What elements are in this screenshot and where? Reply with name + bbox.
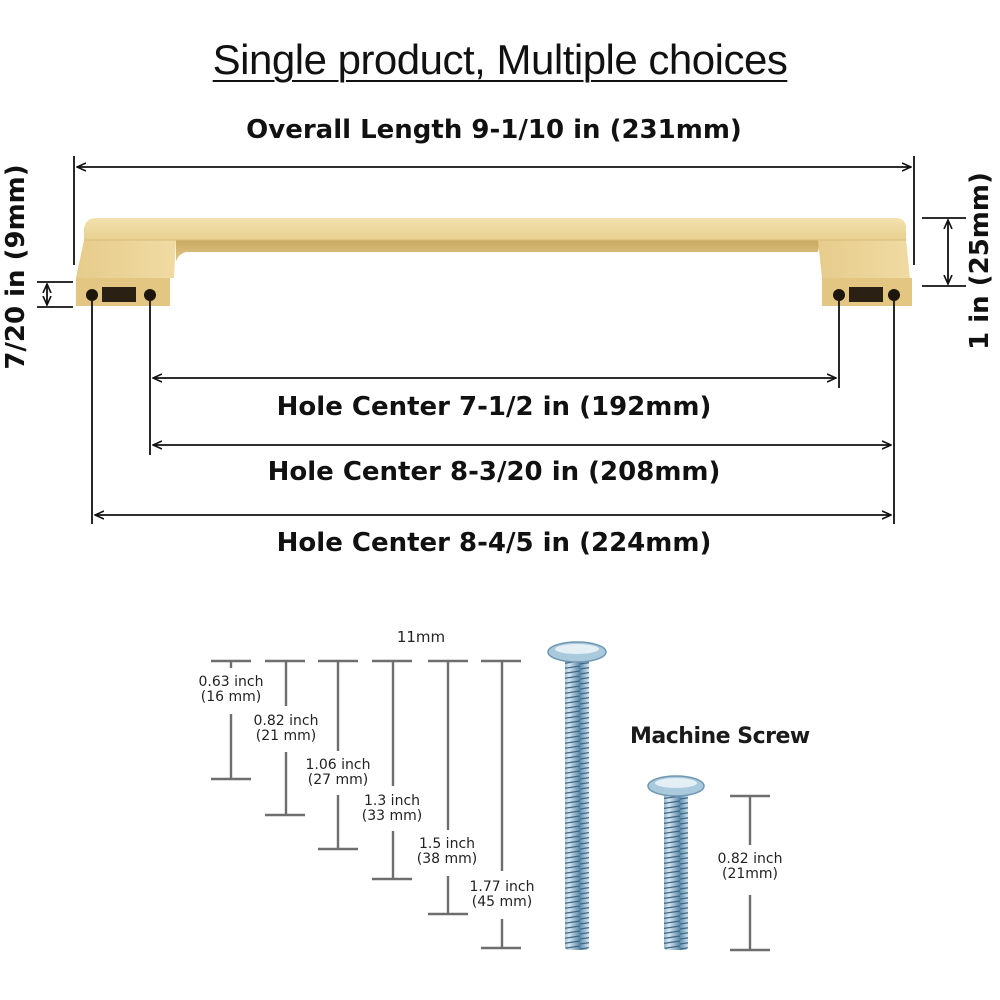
gauge-label-21mm: 0.82 inch (21 mm) [246, 714, 326, 744]
gauge-inch: 0.82 inch [253, 713, 319, 729]
hole-center-208-label: Hole Center 8-3/20 in (208mm) [267, 457, 721, 487]
gauge-inch: 1.5 inch [418, 836, 476, 852]
mount-hole [888, 289, 900, 301]
gauge-inch: 0.82 inch [717, 851, 783, 867]
gauge-mm: (33 mm) [361, 808, 423, 824]
mount-hole [144, 289, 156, 301]
cabinet-handle [76, 218, 912, 306]
gauge-inch: 1.77 inch [469, 879, 535, 895]
gauge-38mm [428, 659, 468, 916]
machine-screw-length-label: 0.82 inch (21mm) [710, 852, 790, 882]
gauge-27mm [318, 659, 358, 851]
gauge-label-27mm: 1.06 inch (27 mm) [298, 758, 378, 788]
gauge-33mm [372, 659, 412, 881]
gauge-label-45mm: 1.77 inch (45 mm) [462, 880, 542, 910]
machine-screw-title: Machine Screw [630, 724, 810, 749]
handle-inner-bar [176, 240, 820, 262]
gauge-mm: (27 mm) [307, 772, 369, 788]
mount-hole [833, 289, 845, 301]
handle-top-bar [84, 218, 906, 240]
foot-height-dimension [37, 281, 73, 308]
page-title-text: Single product, Multiple choices [212, 36, 788, 83]
machine-screw-icon [647, 775, 705, 950]
handle-right-leg [818, 240, 910, 278]
gauge-label-38mm: 1.5 inch (38 mm) [407, 837, 487, 867]
overall-length-label: Overall Length 9-1/10 in (231mm) [246, 115, 742, 145]
gauge-mm: (16 mm) [200, 689, 262, 705]
handle-height-dimension [922, 217, 966, 287]
gauge-45mm [481, 659, 521, 950]
gauge-21mm [265, 659, 305, 817]
long-screw-icon [547, 641, 607, 950]
gauge-inch: 1.06 inch [305, 757, 371, 773]
page-title: Single product, Multiple choices [0, 36, 1000, 84]
overall-length-dimension [73, 156, 915, 265]
gauge-machine-screw [730, 794, 770, 952]
hole-center-dimensions [91, 301, 895, 524]
gauge-16mm [211, 659, 251, 781]
gauge-mm: (21mm) [721, 866, 778, 882]
foot-recess [849, 287, 883, 302]
gauge-mm: (21 mm) [255, 728, 317, 744]
mount-hole [86, 289, 98, 301]
gauge-mm: (38 mm) [416, 851, 478, 867]
screw-diameter-label: 11mm [396, 628, 446, 646]
gauge-label-33mm: 1.3 inch (33 mm) [352, 794, 432, 824]
handle-left-leg [76, 240, 176, 278]
gauge-label-16mm: 0.63 inch (16 mm) [191, 675, 271, 705]
hole-center-224-label: Hole Center 8-4/5 in (224mm) [276, 528, 712, 558]
screw-length-gauges [211, 659, 770, 952]
gauge-inch: 0.63 inch [198, 674, 264, 690]
foot-recess [102, 287, 136, 302]
hole-center-192-label: Hole Center 7-1/2 in (192mm) [276, 392, 712, 422]
gauge-inch: 1.3 inch [363, 793, 421, 809]
gauge-mm: (45 mm) [471, 894, 533, 910]
